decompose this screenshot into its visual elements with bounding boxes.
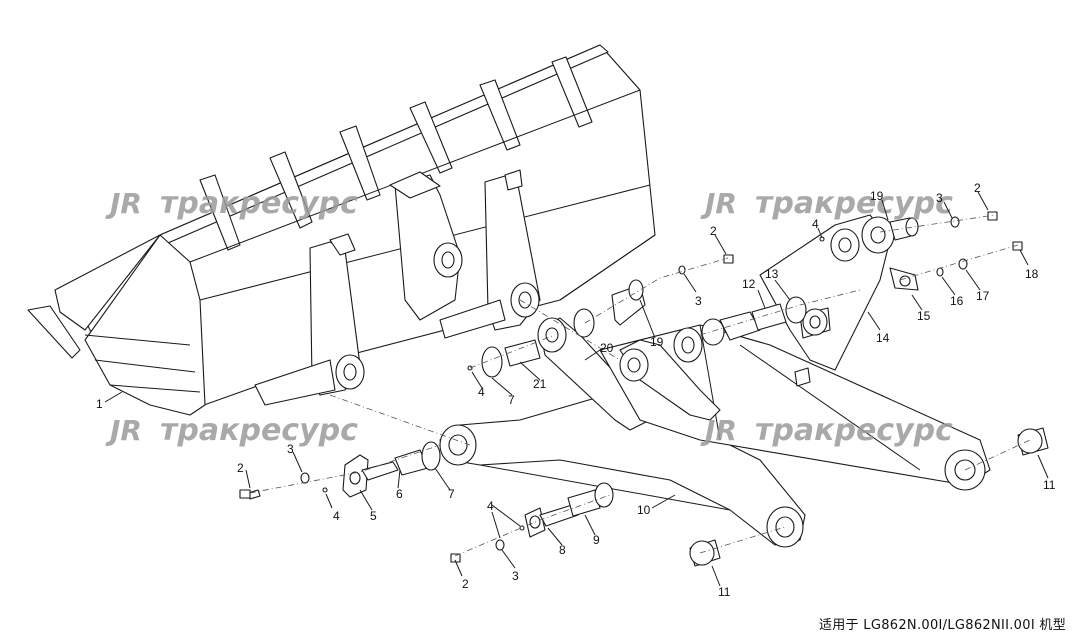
callout-2: 2 — [974, 181, 981, 195]
callout-14: 14 — [876, 331, 890, 345]
callout-3: 3 — [512, 569, 519, 583]
assembly-axes — [249, 214, 1031, 557]
callout-11: 11 — [1043, 478, 1056, 492]
callout-5: 5 — [370, 509, 377, 523]
callout-20: 20 — [600, 341, 614, 355]
lift-arm-left — [439, 384, 806, 548]
callout-3: 3 — [695, 294, 702, 308]
watermark-bottom-left: JR тракресурс — [105, 413, 358, 448]
watermark-top-right: JR тракресурс — [700, 186, 953, 221]
callout-4: 4 — [487, 499, 494, 513]
svg-text:JR: JR — [105, 187, 142, 220]
callout-12: 12 — [742, 277, 756, 291]
callout-4: 4 — [333, 509, 340, 523]
callout-8: 8 — [559, 543, 566, 557]
callout-9: 9 — [593, 533, 600, 547]
callout-1: 1 — [96, 397, 103, 411]
applicability-footnote: 适用于 LG862N.00I/LG862NII.00I 机型 — [818, 618, 1066, 633]
svg-text:JR: JR — [105, 414, 142, 447]
callout-17: 17 — [976, 289, 990, 303]
callout-7: 7 — [508, 393, 515, 407]
callout-7: 7 — [448, 487, 455, 501]
callout-6: 6 — [396, 487, 403, 501]
callout-labels-extra: 2 3 — [695, 224, 717, 308]
link-20 — [537, 317, 651, 431]
svg-text:JR: JR — [700, 187, 737, 220]
callout-18: 18 — [1025, 267, 1039, 281]
svg-text:JR: JR — [700, 414, 737, 447]
watermark-top-left: JR тракресурс — [105, 186, 358, 221]
callout-19: 19 — [650, 335, 664, 349]
callout-4: 4 — [478, 385, 485, 399]
callout-10: 10 — [637, 503, 651, 517]
svg-text:тракресурс: тракресурс — [160, 186, 358, 221]
callout-4: 4 — [812, 217, 819, 231]
lift-arm-right — [759, 214, 919, 371]
svg-text:тракресурс: тракресурс — [160, 413, 358, 448]
callout-11: 11 — [718, 585, 731, 599]
watermark-bottom-right: JR тракресурс — [700, 413, 953, 448]
small-parts — [239, 211, 1049, 567]
callout-13: 13 — [765, 267, 779, 281]
callout-15: 15 — [917, 309, 931, 323]
callout-16: 16 — [950, 294, 964, 308]
callout-19: 19 — [870, 189, 884, 203]
callout-labels: 1 2 3 4 5 6 7 4 7 21 20 19 2 3 4 8 9 10 … — [96, 181, 1056, 599]
callout-2: 2 — [462, 577, 469, 591]
svg-text:тракресурс: тракресурс — [755, 186, 953, 221]
svg-text:тракресурс: тракресурс — [755, 413, 953, 448]
callout-3: 3 — [936, 191, 943, 205]
callout-3: 3 — [287, 442, 294, 456]
callout-21: 21 — [533, 377, 547, 391]
callout-2: 2 — [237, 461, 244, 475]
leader-lines — [104, 191, 1049, 587]
bucket — [27, 44, 656, 416]
callout-2: 2 — [710, 224, 717, 238]
tilt-lever — [619, 327, 721, 421]
